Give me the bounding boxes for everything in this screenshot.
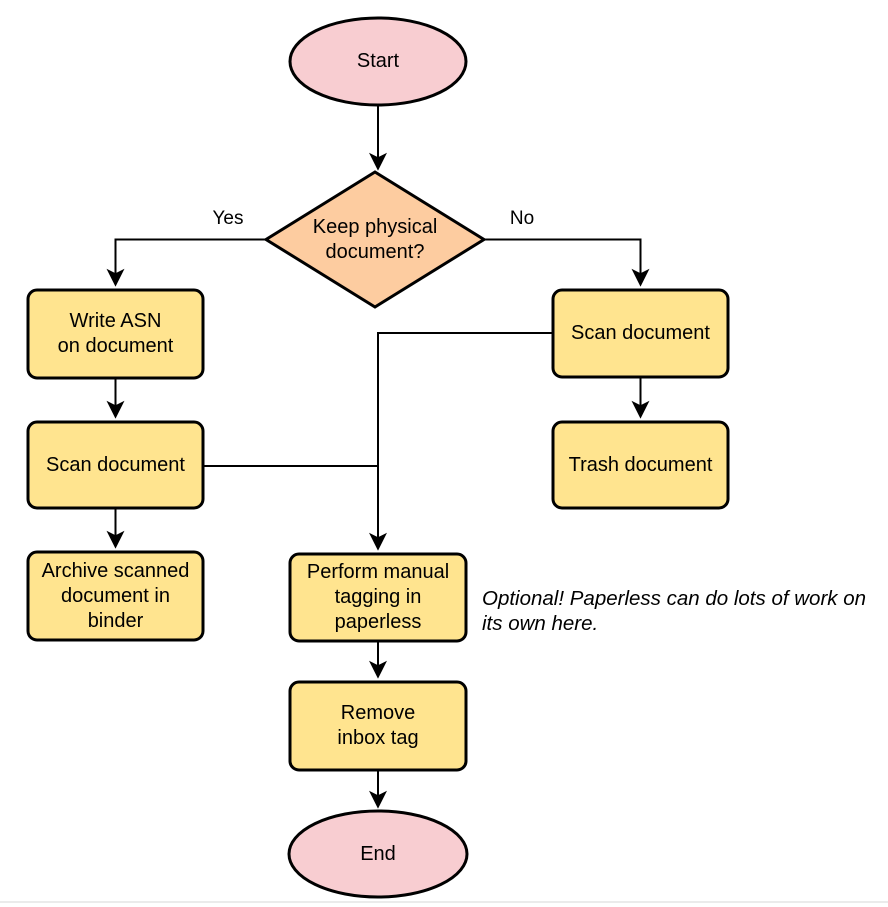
page-bottom-divider xyxy=(0,901,888,903)
edge-decision-no xyxy=(485,238,650,287)
edge-decision-yes xyxy=(106,238,265,287)
start-terminal-shape xyxy=(288,16,468,107)
end-terminal-shape xyxy=(287,809,469,899)
trash-shape xyxy=(551,420,730,510)
write-asn-shape xyxy=(26,288,205,380)
yes-edge-label: Yes xyxy=(212,208,244,229)
perform-tagging-shape xyxy=(288,552,468,643)
connectors xyxy=(106,105,650,809)
archive-shape xyxy=(26,550,205,642)
decision-diamond-shape xyxy=(263,170,487,309)
edge-scanright-to-tagging xyxy=(369,332,553,551)
remove-inbox-shape xyxy=(288,680,468,772)
scan-left-shape xyxy=(26,420,205,510)
scan-right-shape xyxy=(551,288,730,379)
no-edge-label: No xyxy=(509,208,535,229)
optional-annotation: Optional! Paperless can do lots of work … xyxy=(482,587,867,635)
